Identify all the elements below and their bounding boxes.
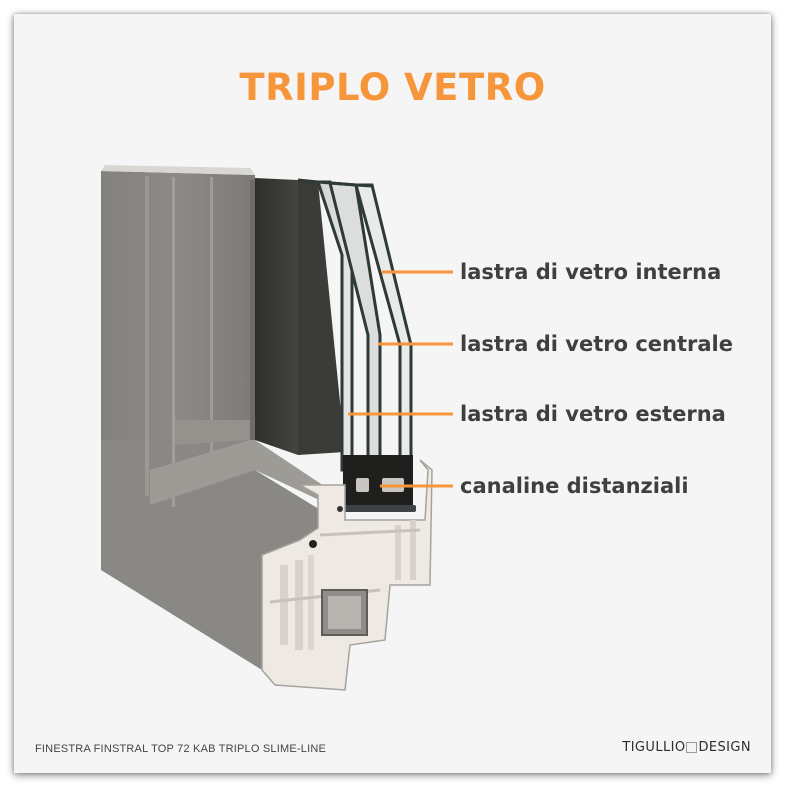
label-middle-pane: lastra di vetro centrale — [460, 332, 733, 356]
leader-lines — [348, 270, 453, 488]
product-caption: FINESTRA FINSTRAL TOP 72 KAB TRIPLO SLIM… — [35, 743, 327, 755]
label-outer-pane: lastra di vetro esterna — [460, 402, 726, 426]
brand-name-left: TIGULLIO — [622, 740, 686, 755]
spacer-bars — [340, 455, 416, 512]
brand-logo: TIGULLIO DESIGN — [622, 740, 751, 755]
brand-name-right: DESIGN — [698, 740, 751, 755]
logo-square-icon — [686, 742, 698, 753]
diagram-title: TRIPLO VETRO — [239, 66, 546, 109]
pvc-profile-cutaway — [261, 459, 433, 691]
glazing-recess — [255, 178, 345, 455]
label-inner-pane: lastra di vetro interna — [460, 260, 722, 284]
label-spacers: canaline distanziali — [460, 474, 689, 498]
